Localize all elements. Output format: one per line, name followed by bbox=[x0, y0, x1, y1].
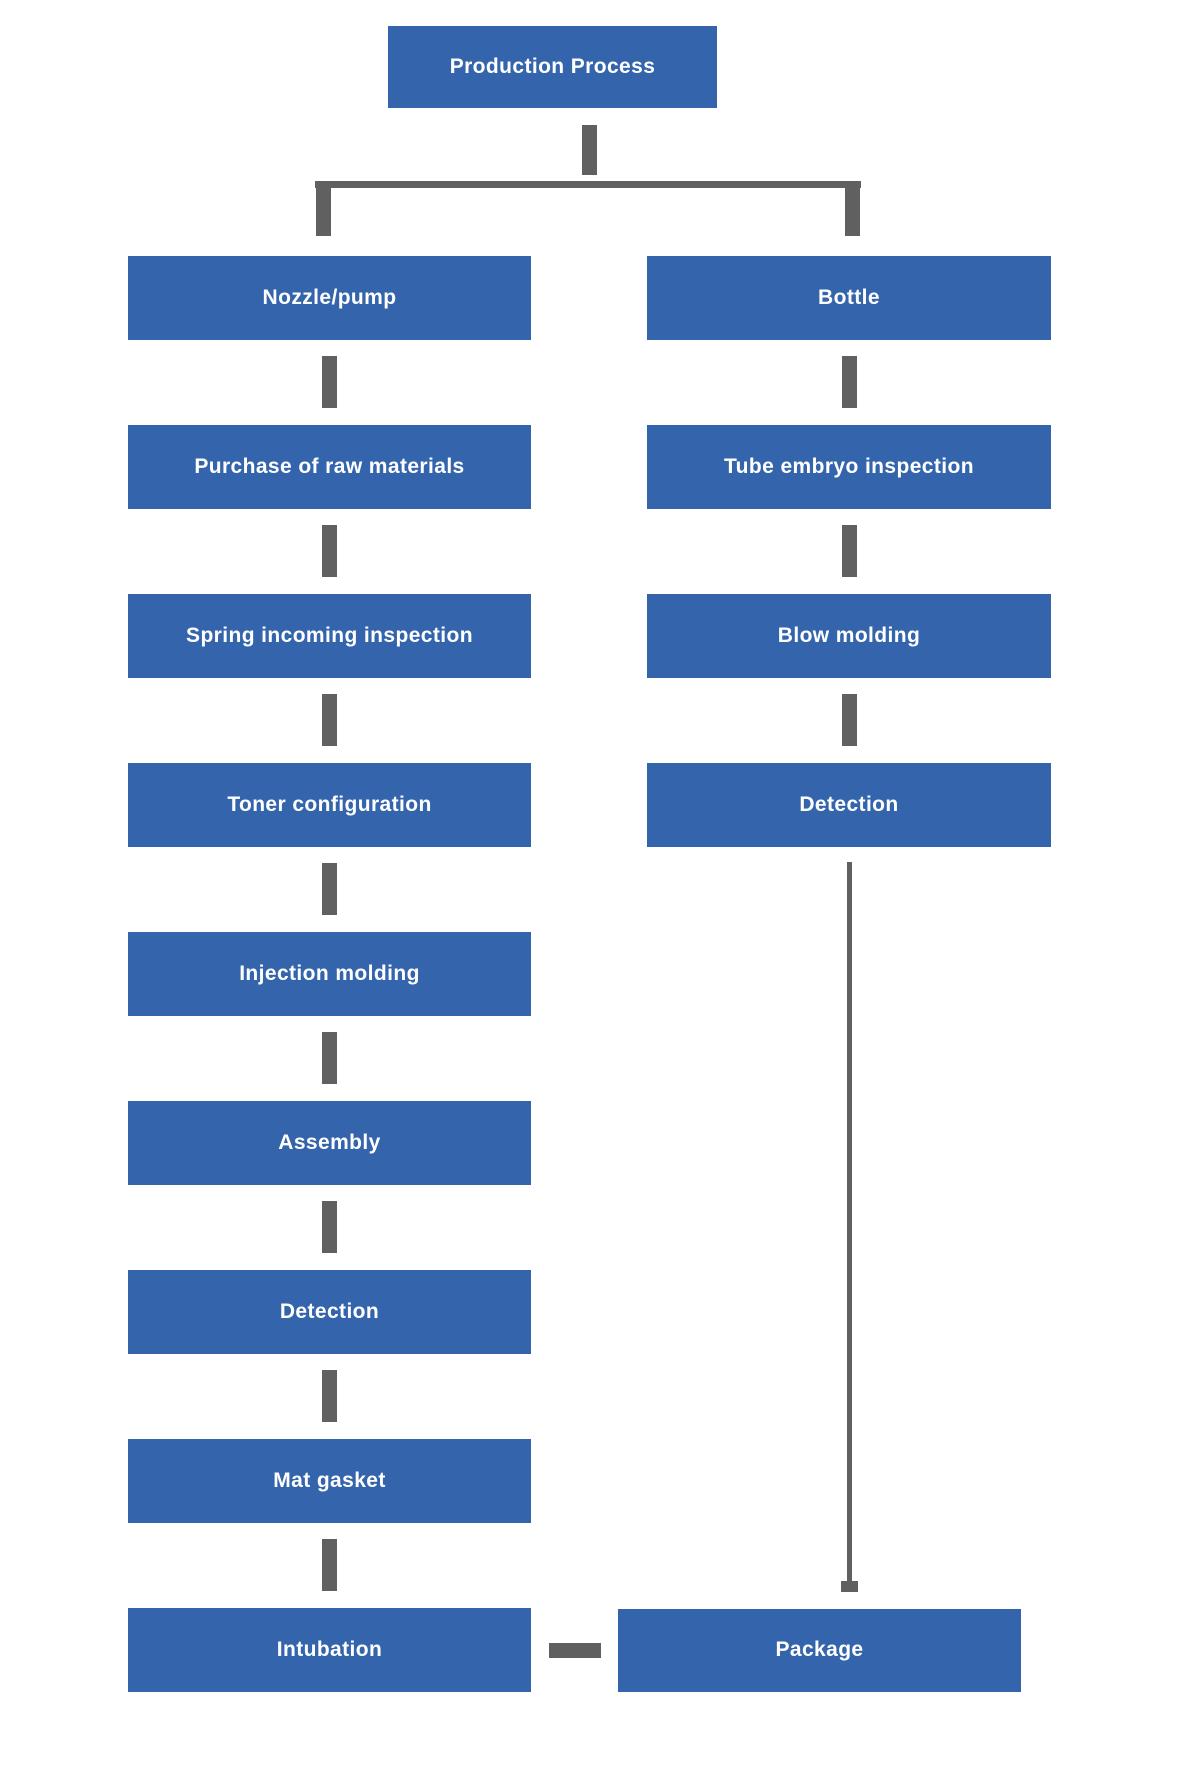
connector-branch-horizontal-line bbox=[315, 181, 861, 188]
connector-right-dash-3 bbox=[842, 694, 857, 746]
connector-left-dash-2 bbox=[322, 525, 337, 577]
connector-intubation-to-package-dash bbox=[549, 1643, 601, 1658]
node-toner-configuration: Toner configuration bbox=[128, 763, 531, 847]
connector-left-dash-5 bbox=[322, 1032, 337, 1084]
connector-left-dash-6 bbox=[322, 1201, 337, 1253]
node-nozzle-pump: Nozzle/pump bbox=[128, 256, 531, 340]
connector-left-dash-3 bbox=[322, 694, 337, 746]
connector-right-branch-stub bbox=[845, 188, 860, 236]
connector-right-dash-1 bbox=[842, 356, 857, 408]
node-mat-gasket: Mat gasket bbox=[128, 1439, 531, 1523]
node-injection-molding: Injection molding bbox=[128, 932, 531, 1016]
node-tube-embryo-inspection: Tube embryo inspection bbox=[647, 425, 1051, 509]
node-spring-incoming-inspection: Spring incoming inspection bbox=[128, 594, 531, 678]
connector-right-dash-2 bbox=[842, 525, 857, 577]
connector-detection-to-package-endcap bbox=[841, 1581, 858, 1592]
connector-left-dash-4 bbox=[322, 863, 337, 915]
connector-left-dash-8 bbox=[322, 1539, 337, 1591]
connector-detection-to-package-line bbox=[847, 862, 852, 1581]
node-blow-molding: Blow molding bbox=[647, 594, 1051, 678]
node-intubation: Intubation bbox=[128, 1608, 531, 1692]
node-package: Package bbox=[618, 1609, 1021, 1692]
connector-left-dash-1 bbox=[322, 356, 337, 408]
connector-left-branch-stub bbox=[316, 188, 331, 236]
node-purchase-of-raw-materials: Purchase of raw materials bbox=[128, 425, 531, 509]
connector-left-dash-7 bbox=[322, 1370, 337, 1422]
node-production-process: Production Process bbox=[388, 26, 717, 108]
node-assembly: Assembly bbox=[128, 1101, 531, 1185]
connector-root-stub bbox=[582, 125, 597, 175]
node-bottle: Bottle bbox=[647, 256, 1051, 340]
node-detection-bottle: Detection bbox=[647, 763, 1051, 847]
node-detection-nozzle: Detection bbox=[128, 1270, 531, 1354]
